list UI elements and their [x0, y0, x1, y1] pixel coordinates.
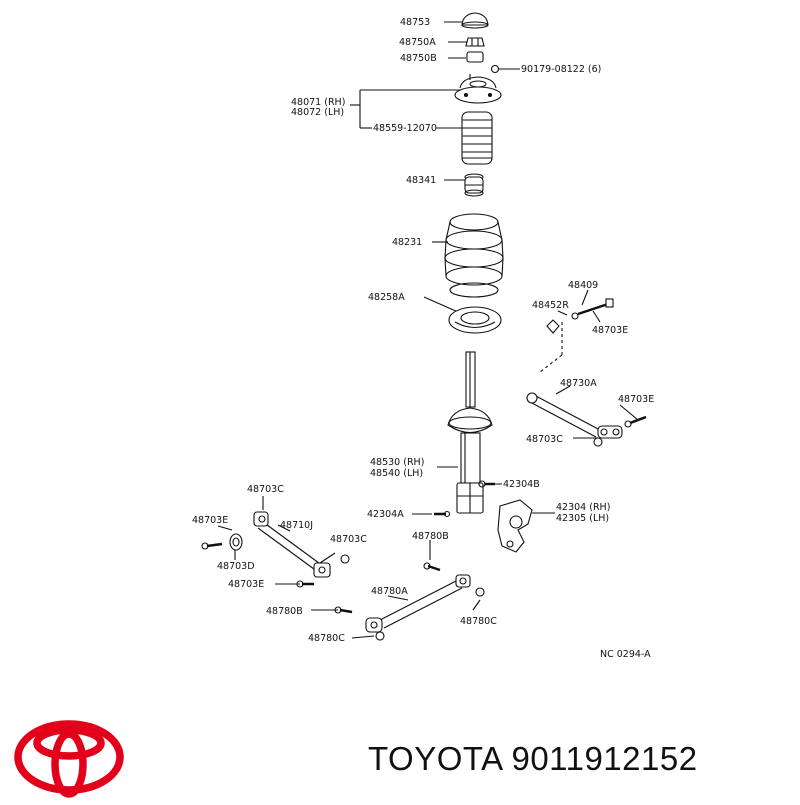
label-48703e-top: 48703E [592, 325, 628, 336]
label-48703c-left: 48703C [247, 484, 284, 495]
label-48703e-right: 48703E [618, 394, 654, 405]
label-48780b-lower: 48780B [266, 606, 303, 617]
label-48530: 48530 (RH) [370, 457, 424, 468]
product-caption: TOYOTA 9011912152 [368, 740, 698, 777]
label-48341: 48341 [406, 175, 436, 186]
label-48071: 48071 (RH) [291, 97, 345, 108]
label-48452r: 48452R [532, 300, 569, 311]
label-42304a: 42304A [367, 509, 404, 520]
label-48409: 48409 [568, 280, 598, 291]
label-48703c-right: 48703C [526, 434, 563, 445]
label-48780c-left: 48780C [308, 633, 345, 644]
label-48750b: 48750B [400, 53, 437, 64]
label-48730a: 48730A [560, 378, 597, 389]
label-48750a: 48750A [399, 37, 436, 48]
logo-vertical-ring [51, 730, 87, 798]
label-48231: 48231 [392, 237, 422, 248]
label-48710j: 48710J [280, 520, 313, 531]
logo-horizontal-ring [33, 726, 105, 760]
label-42304: 42304 (RH) [556, 502, 610, 513]
label-48559: 48559-12070 [373, 123, 437, 134]
label-48703e-lower: 48703E [228, 579, 264, 590]
label-48780b-upper: 48780B [412, 531, 449, 542]
label-48703e-left: 48703E [192, 515, 228, 526]
label-48540: 48540 (LH) [370, 468, 423, 479]
label-48780a: 48780A [371, 586, 408, 597]
label-48753: 48753 [400, 17, 430, 28]
diagram-code: NC 0294-A [600, 649, 651, 660]
label-42305: 42305 (LH) [556, 513, 609, 524]
toyota-logo [14, 720, 124, 798]
label-42304b: 42304B [503, 479, 540, 490]
label-48703d: 48703D [217, 561, 255, 572]
label-48780c-right: 48780C [460, 616, 497, 627]
logo-outer-ring [14, 720, 124, 794]
label-90179: 90179-08122 (6) [521, 64, 601, 75]
label-48258a: 48258A [368, 292, 405, 303]
label-48072: 48072 (LH) [291, 107, 344, 118]
label-48703c-mid: 48703C [330, 534, 367, 545]
part-labels: 48753 48750A 48750B 90179-08122 (6) 4807… [192, 17, 654, 660]
drawing-lines [201, 12, 647, 641]
